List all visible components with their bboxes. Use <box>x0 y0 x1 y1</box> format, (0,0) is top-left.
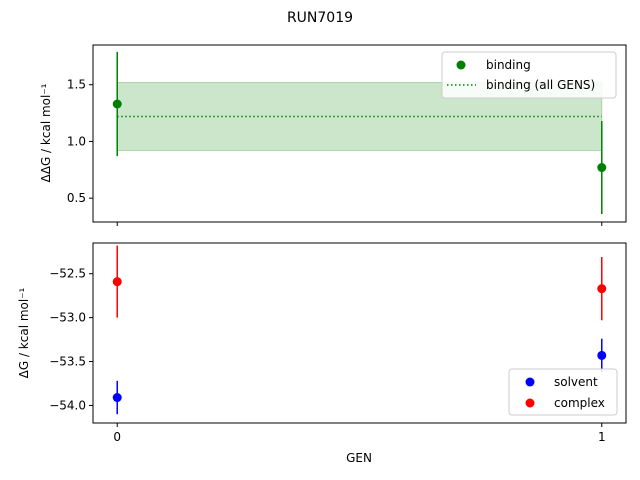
top-legend-frame <box>441 51 617 99</box>
top-ytick-label-1: 1.0 <box>67 134 86 148</box>
bottom-ytick-label-0: −54.0 <box>49 398 86 412</box>
top-panel: 0.5 1.0 1.5 ΔΔG / kcal mol⁻¹ binding bindi… <box>39 44 627 226</box>
bottom-panel: −54.0 −53.5 −53.0 −52.5 0 1 ΔG / kcal mol⁻¹ G… <box>17 242 627 465</box>
top-y-axis-label: ΔΔG / kcal mol⁻¹ <box>39 83 53 182</box>
top-data-layer <box>112 51 607 215</box>
bottom-y-axis-label: ΔG / kcal mol⁻¹ <box>17 287 31 378</box>
top-ytick-label-0: 0.5 <box>67 191 86 205</box>
bottom-x-axis-label: GEN <box>346 451 372 465</box>
bottom-axes-frame <box>92 242 627 424</box>
point-binding-0 <box>112 99 122 109</box>
top-axes-frame <box>92 44 627 223</box>
bottom-ytick-label-1: −53.5 <box>49 355 86 369</box>
legend-label-complex: complex <box>554 396 605 410</box>
legend-label-binding-all-gens: binding (all GENS) <box>486 78 595 92</box>
top-legend: binding binding (all GENS) <box>441 51 617 99</box>
top-ticks: 0.5 1.0 1.5 <box>67 78 603 226</box>
bottom-xtick-label-0: 0 <box>113 430 121 444</box>
bottom-legend-frame <box>508 368 618 416</box>
point-solvent-1 <box>597 350 607 360</box>
legend-marker-complex <box>525 398 535 408</box>
legend-marker-binding <box>456 60 466 70</box>
bottom-xtick-label-1: 1 <box>598 430 606 444</box>
top-ytick-label-2: 1.5 <box>67 78 86 92</box>
bottom-ytick-label-3: −52.5 <box>49 267 86 281</box>
legend-label-binding: binding <box>486 58 531 72</box>
bottom-legend: solvent complex <box>508 368 618 416</box>
legend-marker-solvent <box>525 377 535 387</box>
bottom-ytick-label-2: −53.0 <box>49 311 86 325</box>
point-complex-0 <box>112 277 122 287</box>
point-solvent-0 <box>112 393 122 403</box>
bottom-data-layer <box>112 245 607 415</box>
point-binding-1 <box>597 163 607 173</box>
legend-label-solvent: solvent <box>554 375 598 389</box>
point-complex-1 <box>597 284 607 294</box>
figure-title: RUN7019 <box>287 10 353 26</box>
bottom-ticks: −54.0 −53.5 −53.0 −52.5 0 1 <box>49 267 605 444</box>
